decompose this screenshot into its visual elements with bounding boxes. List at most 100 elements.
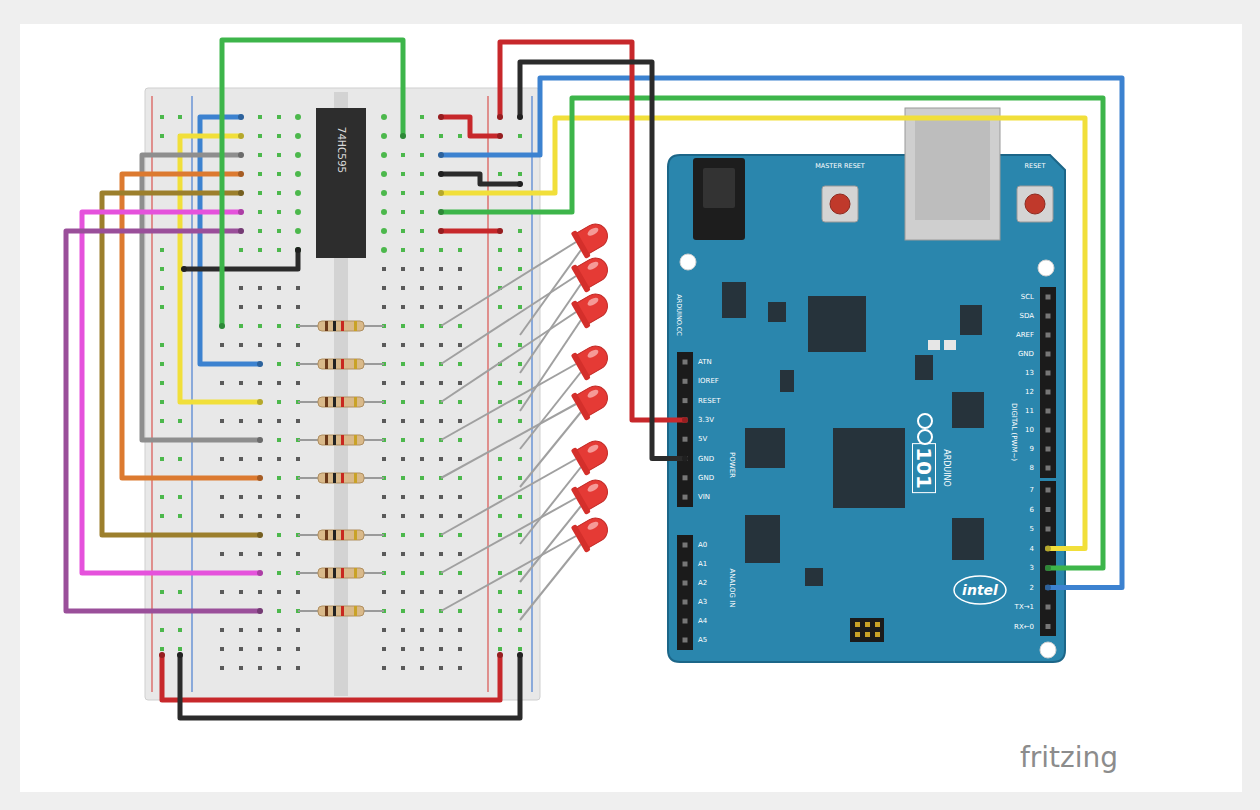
rail-hole <box>178 115 182 119</box>
wire-end <box>177 652 183 658</box>
resistor-symbol <box>298 359 384 369</box>
breadboard-hole <box>296 514 300 518</box>
wire-end <box>438 209 444 215</box>
breadboard-hole <box>382 647 386 651</box>
breadboard-hole <box>439 590 443 594</box>
header-pin <box>683 495 688 500</box>
dc-jack-inner <box>703 168 735 208</box>
breadboard-hole <box>382 172 386 176</box>
breadboard-hole <box>401 362 405 366</box>
breadboard-hole <box>239 666 243 670</box>
icsp-pin <box>855 622 860 627</box>
breadboard-hole <box>420 609 424 613</box>
rail-hole <box>160 514 164 518</box>
wire-end <box>257 532 263 538</box>
rail-hole <box>178 647 182 651</box>
rail-hole <box>498 248 502 252</box>
pin-name: 13 <box>1025 370 1034 377</box>
breadboard-hole <box>382 286 386 290</box>
resistor-band <box>354 530 357 540</box>
resistor-band <box>341 397 344 407</box>
breadboard-hole <box>458 381 462 385</box>
breadboard-hole <box>220 343 224 347</box>
jumper-wire <box>82 212 260 573</box>
breadboard-hole <box>239 115 243 119</box>
wire-end <box>257 361 263 367</box>
led-highlight <box>586 443 599 454</box>
breadboard-hole <box>401 153 405 157</box>
board-url: ARDUINO.CC <box>676 294 683 336</box>
breadboard-hole <box>239 419 243 423</box>
rail-hole <box>498 590 502 594</box>
wire-end <box>400 133 406 139</box>
resistor-band <box>325 359 328 369</box>
led-symbol <box>571 287 614 329</box>
breadboard-hole <box>277 552 281 556</box>
header-pin <box>683 437 688 442</box>
resistor-symbol <box>298 435 384 445</box>
ic-chip <box>745 515 780 563</box>
rail-hole <box>160 248 164 252</box>
breadboard-hole <box>277 495 281 499</box>
breadboard-hole <box>458 533 462 537</box>
breadboard-hole <box>401 248 405 252</box>
breadboard-hole <box>258 248 262 252</box>
rail-hole <box>160 305 164 309</box>
logo-loop <box>918 430 932 444</box>
chip-pin <box>295 152 301 158</box>
breadboard-hole <box>420 248 424 252</box>
breadboard-hole <box>277 210 281 214</box>
wire-end <box>497 114 503 120</box>
jumper-wire <box>441 229 500 234</box>
rail-hole <box>518 514 522 518</box>
breadboard-hole <box>382 248 386 252</box>
ic-chip <box>745 428 785 468</box>
breadboard-hole <box>458 666 462 670</box>
breadboard-hole <box>382 210 386 214</box>
rail-hole <box>160 590 164 594</box>
header-pin <box>683 456 688 461</box>
breadboard-hole <box>239 590 243 594</box>
chip-pin <box>295 190 301 196</box>
ic-chip <box>722 282 746 318</box>
wire-end <box>497 652 503 658</box>
resistor-band <box>354 397 357 407</box>
breadboard-hole <box>401 628 405 632</box>
ic-chip <box>768 302 786 322</box>
resistor-band <box>333 435 336 445</box>
breadboard-hole <box>277 286 281 290</box>
led-lead <box>520 544 581 620</box>
breadboard-hole <box>382 229 386 233</box>
rail-hole <box>160 134 164 138</box>
rail-hole <box>178 514 182 518</box>
header-pin <box>1046 527 1051 532</box>
resistor-body <box>318 606 364 616</box>
breadboard-hole <box>258 229 262 233</box>
led-lead <box>520 506 581 582</box>
chip-pin <box>295 114 301 120</box>
wire-end <box>238 133 244 139</box>
wire-end <box>257 475 263 481</box>
rail-hole <box>518 305 522 309</box>
dc-jack <box>693 158 745 240</box>
breadboard-hole <box>420 286 424 290</box>
breadboard-hole <box>382 381 386 385</box>
breadboard-hole <box>258 400 262 404</box>
chip-pin <box>295 171 301 177</box>
wire-end <box>438 114 444 120</box>
led-symbol <box>571 434 614 476</box>
breadboard-hole <box>420 590 424 594</box>
breadboard-hole <box>439 153 443 157</box>
breadboard-hole <box>258 533 262 537</box>
breadboard-hole <box>277 457 281 461</box>
resistor-band <box>333 359 336 369</box>
breadboard-hole <box>258 381 262 385</box>
rail-hole <box>518 457 522 461</box>
wire-end <box>1045 565 1051 571</box>
breadboard-hole <box>382 457 386 461</box>
wire-end <box>517 652 523 658</box>
pin-name: 7 <box>1030 487 1034 494</box>
breadboard-hole <box>220 552 224 556</box>
header-pin <box>683 581 688 586</box>
breadboard-hole <box>458 571 462 575</box>
